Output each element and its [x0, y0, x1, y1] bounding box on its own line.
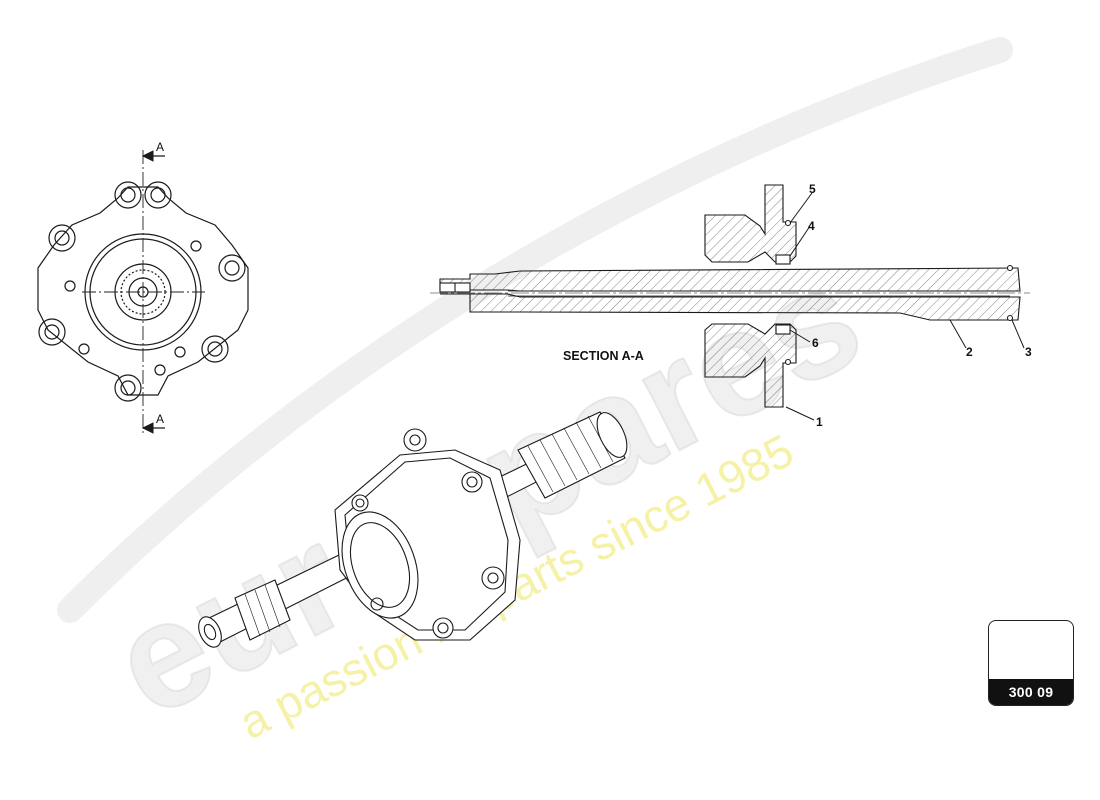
callout-labels: 1 2 3 4 5 6 — [808, 182, 1032, 429]
leader-lines — [785, 192, 1025, 421]
bolt-holes — [38, 181, 246, 402]
callout-1: 1 — [816, 415, 823, 429]
callout-4: 4 — [808, 219, 815, 233]
callout-3: 3 — [1025, 345, 1032, 359]
callout-2: 2 — [966, 345, 973, 359]
callout-6: 6 — [812, 336, 819, 350]
section-cut-marks: A A — [141, 140, 165, 434]
isometric-view — [198, 411, 628, 648]
callout-5: 5 — [809, 182, 816, 196]
reference-code: 300 09 — [989, 679, 1073, 705]
cut-mark-bottom: A — [156, 412, 164, 426]
reference-box: 300 09 — [988, 620, 1074, 706]
section-view — [430, 184, 1030, 408]
cut-mark-top: A — [156, 140, 164, 154]
flange-front-view — [37, 150, 249, 435]
section-title: SECTION A-A — [563, 349, 644, 363]
